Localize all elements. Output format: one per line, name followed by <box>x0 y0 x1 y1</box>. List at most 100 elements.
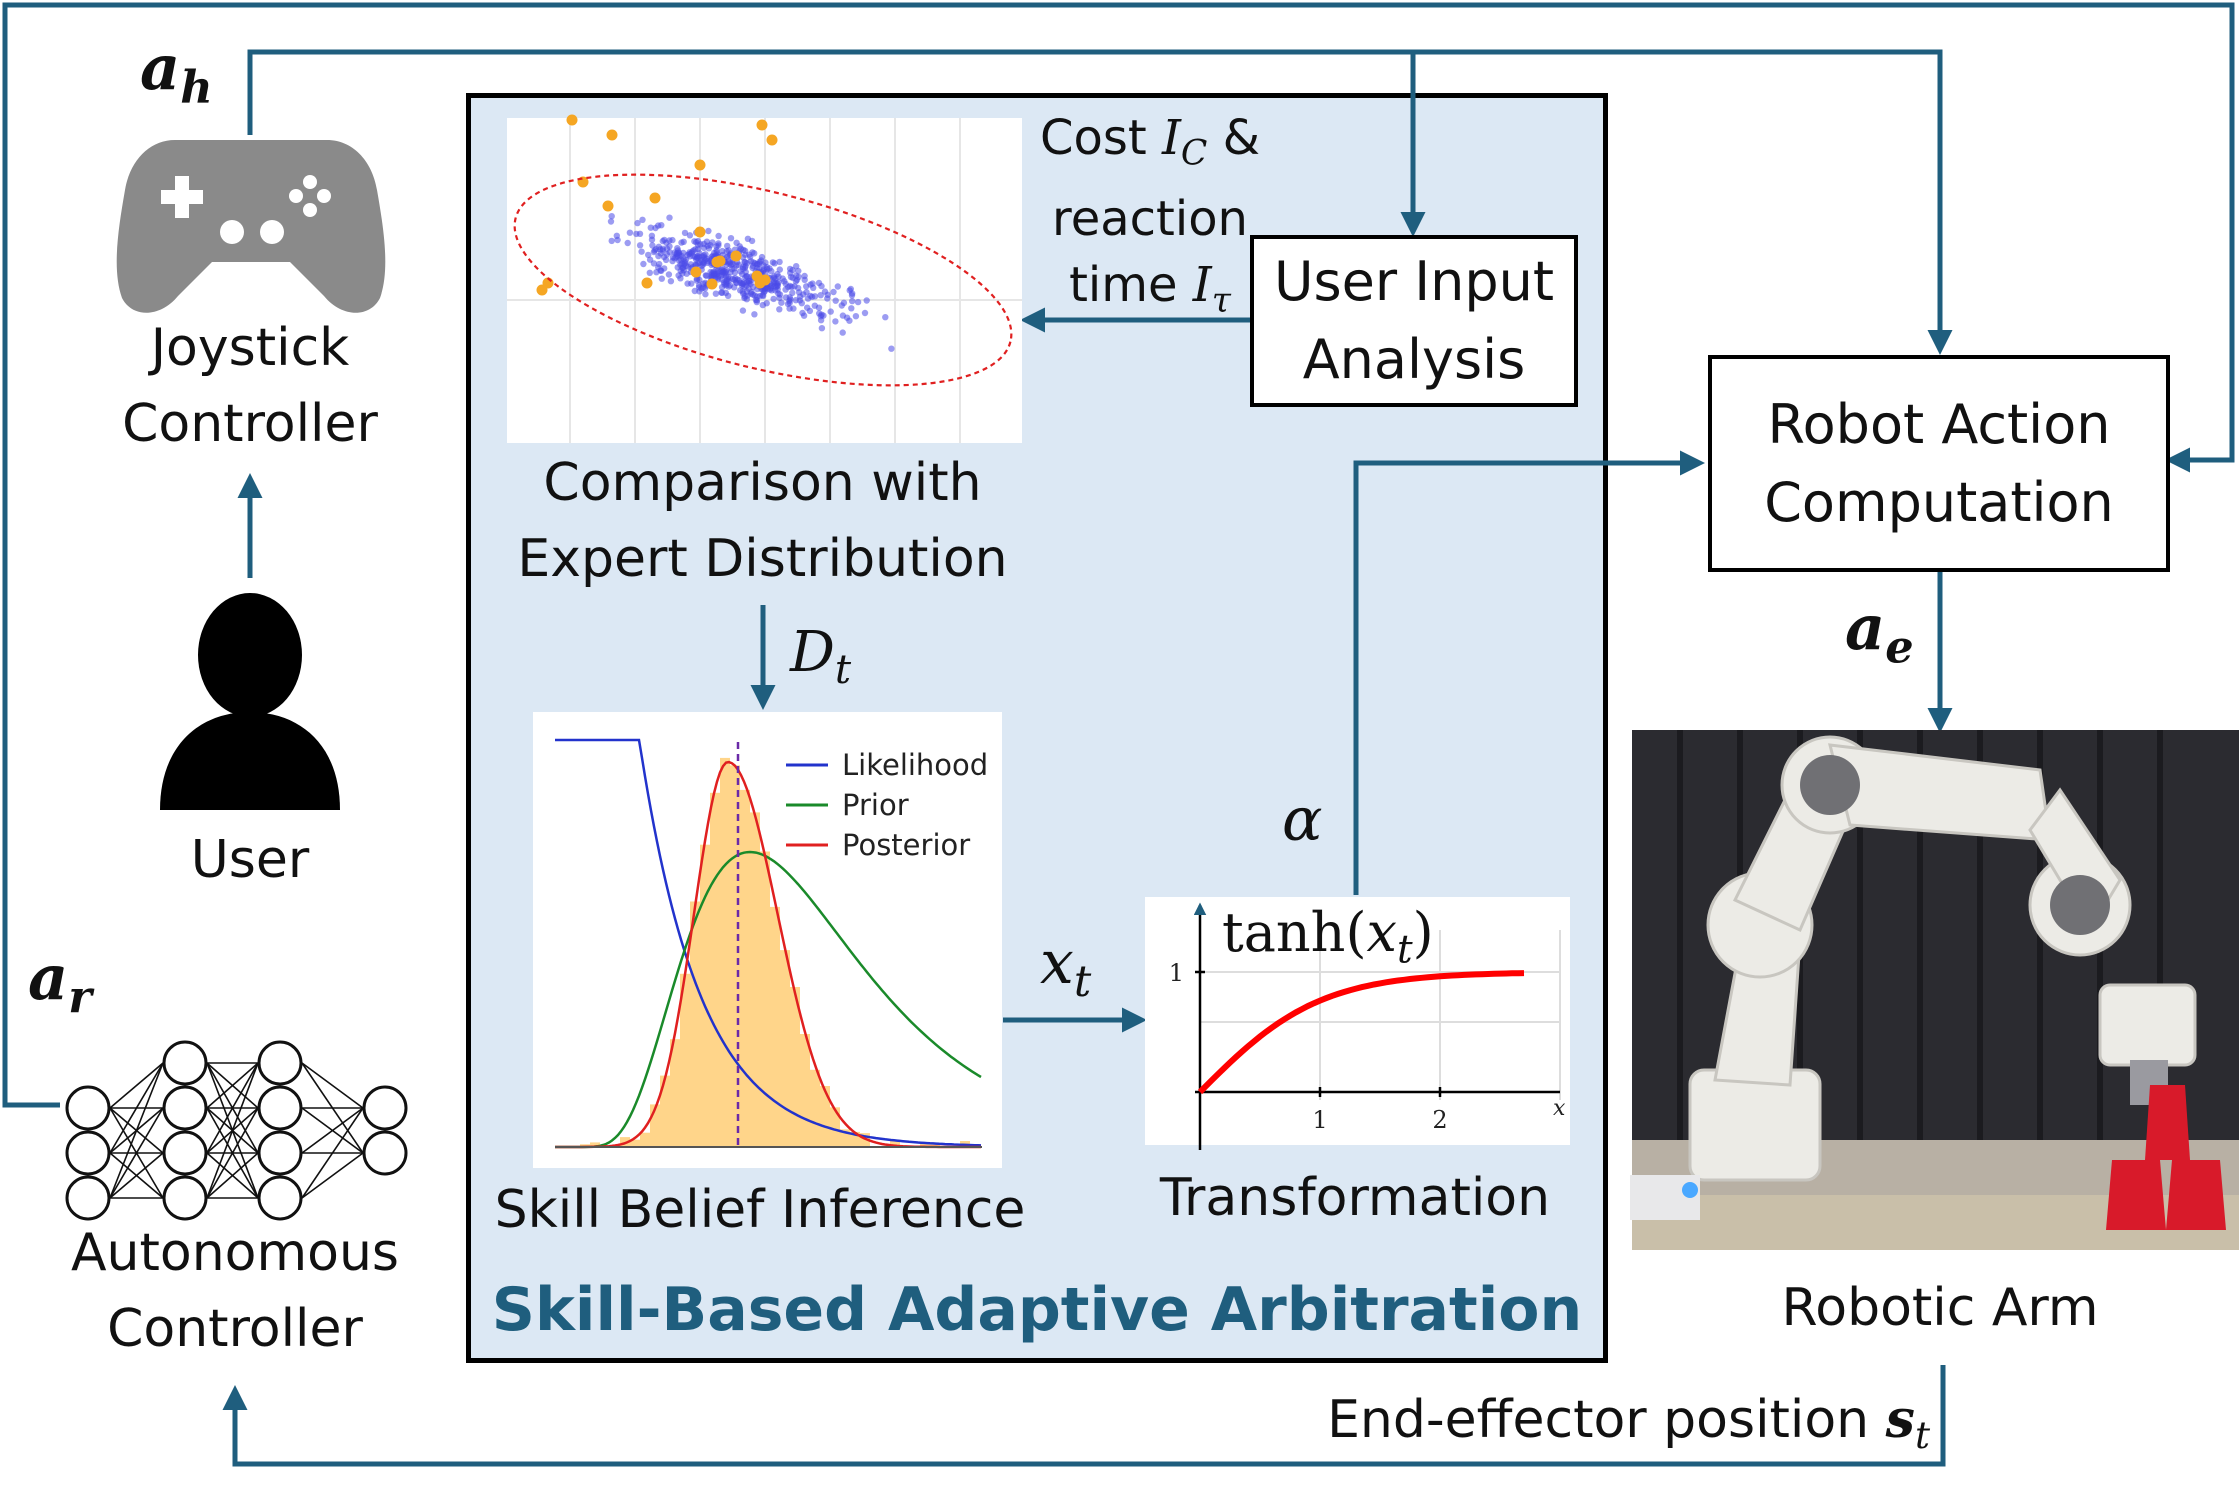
neural-network-edge <box>109 1062 164 1199</box>
histogram-bar <box>700 844 710 1147</box>
histogram-bar <box>780 950 790 1147</box>
neural-network-edge <box>301 1152 364 1199</box>
scatter-point-expert <box>786 282 794 290</box>
scatter-point-expert <box>719 247 726 255</box>
scatter-point-expert <box>818 325 826 332</box>
scatter-point-expert <box>658 267 665 274</box>
scatter-point-user <box>706 278 718 290</box>
scatter-point-expert <box>698 285 705 292</box>
scatter-point-expert <box>724 292 732 299</box>
tanh-title: tanh(xt) <box>1222 895 1434 989</box>
likelihood-curve <box>555 738 982 1147</box>
label-a-r: ar <box>28 940 92 1035</box>
robot-arm-image <box>1630 730 2239 1250</box>
robotic-arm-label: Robotic Arm <box>1781 1278 2099 1338</box>
scatter-point-expert <box>626 229 634 236</box>
scatter-point-expert <box>811 293 819 300</box>
scatter-point-expert <box>703 238 711 245</box>
scatter-point-expert <box>686 232 694 239</box>
scatter-point-expert <box>640 260 647 268</box>
scatter-point-expert <box>608 213 615 220</box>
scatter-point-expert <box>658 222 665 229</box>
neural-network-node <box>65 1175 111 1221</box>
histogram-bar <box>690 901 700 1147</box>
scatter-point-expert <box>832 318 839 325</box>
tanh-x-tick-2: 2 <box>1432 1106 1447 1134</box>
neural-network-edge <box>301 1107 364 1154</box>
scatter-point-user <box>694 159 706 171</box>
scatter-point-expert <box>719 269 727 276</box>
neural-network-edge <box>206 1062 259 1109</box>
scatter-point-expert <box>633 230 640 238</box>
scatter-point-expert <box>749 249 756 256</box>
neural-network-nodes <box>65 1040 408 1221</box>
edge-ar-loop <box>2 2 2235 1108</box>
scatter-point-expert <box>759 301 766 309</box>
scatter-point-expert <box>651 247 658 254</box>
scatter-point-expert <box>659 237 666 245</box>
scatter-point-expert <box>696 276 703 284</box>
histogram-bar <box>920 1143 930 1147</box>
scatter-point-expert <box>678 239 685 246</box>
histogram-bar <box>650 1104 660 1147</box>
tanh-title-post: ) <box>1412 901 1434 964</box>
scatter-point-expert <box>849 290 856 297</box>
scatter-point-expert <box>740 246 747 254</box>
scatter-point-expert <box>786 305 793 312</box>
scatter-point-expert <box>715 232 722 240</box>
scatter-point-expert <box>747 290 755 297</box>
scatter-point-expert <box>882 314 889 321</box>
neural-network-edge <box>301 1062 364 1109</box>
tanh-curve <box>1197 970 1525 1095</box>
scatter-point-expert <box>770 273 778 280</box>
user-input-analysis-text: User Input Analysis <box>1274 243 1554 399</box>
scatter-point-expert <box>723 280 730 287</box>
edge-end-effector <box>222 1365 1946 1467</box>
neural-network-icon <box>65 1040 408 1221</box>
scatter-point-expert <box>655 252 662 260</box>
scatter-point-expert <box>675 272 682 279</box>
scatter-point-expert <box>762 269 769 276</box>
scatter-point-expert <box>688 280 695 287</box>
histogram-bar <box>930 1142 940 1147</box>
histogram-bar <box>590 1142 600 1147</box>
a-h-base: a <box>140 31 181 104</box>
scatter-point-expert <box>771 282 778 290</box>
gamepad-icon <box>116 140 386 313</box>
neural-network-node <box>162 1040 208 1086</box>
label-d-t: Dt <box>790 615 851 708</box>
scatter-point-user <box>694 226 706 238</box>
cost-sub: C <box>1180 133 1208 174</box>
time-sym: I <box>1192 257 1212 314</box>
scatter-point-expert <box>824 295 831 302</box>
robot-action-computation-text: Robot Action Computation <box>1764 386 2114 542</box>
tanh-y-tick-1: 1 <box>1169 959 1184 987</box>
scatter-point-expert <box>646 269 653 276</box>
scatter-point-expert <box>669 254 677 261</box>
neural-network-edge <box>109 1062 164 1109</box>
prior-curve <box>555 850 982 1149</box>
scatter-point-expert <box>725 252 732 260</box>
scatter-point-expert <box>799 309 806 317</box>
x-t-base: x <box>1040 928 1074 998</box>
scatter-point-expert <box>830 288 837 296</box>
histogram-bar <box>730 765 740 1147</box>
end-effector-text: End-effector position <box>1327 1390 1886 1450</box>
a-r-sub: r <box>68 970 92 1024</box>
autonomous-controller-label: Autonomous Controller <box>35 1215 435 1367</box>
scatter-point-expert <box>718 289 726 296</box>
edge-ah <box>247 49 1953 355</box>
edge-alpha <box>1353 450 1705 895</box>
legend-lines <box>786 763 828 847</box>
rac-line1: Robot Action <box>1767 392 2111 456</box>
neural-network-node <box>257 1130 303 1176</box>
scatter-point-expert <box>804 304 811 311</box>
cost-post: & <box>1207 110 1261 166</box>
histogram-bar <box>660 1075 670 1147</box>
scatter-point-expert <box>888 345 895 352</box>
neural-network-node <box>65 1130 111 1176</box>
scatter-point-expert <box>639 216 646 223</box>
scatter-point-expert <box>776 258 783 266</box>
scatter-point-expert <box>682 256 690 264</box>
neural-network-node <box>257 1175 303 1221</box>
